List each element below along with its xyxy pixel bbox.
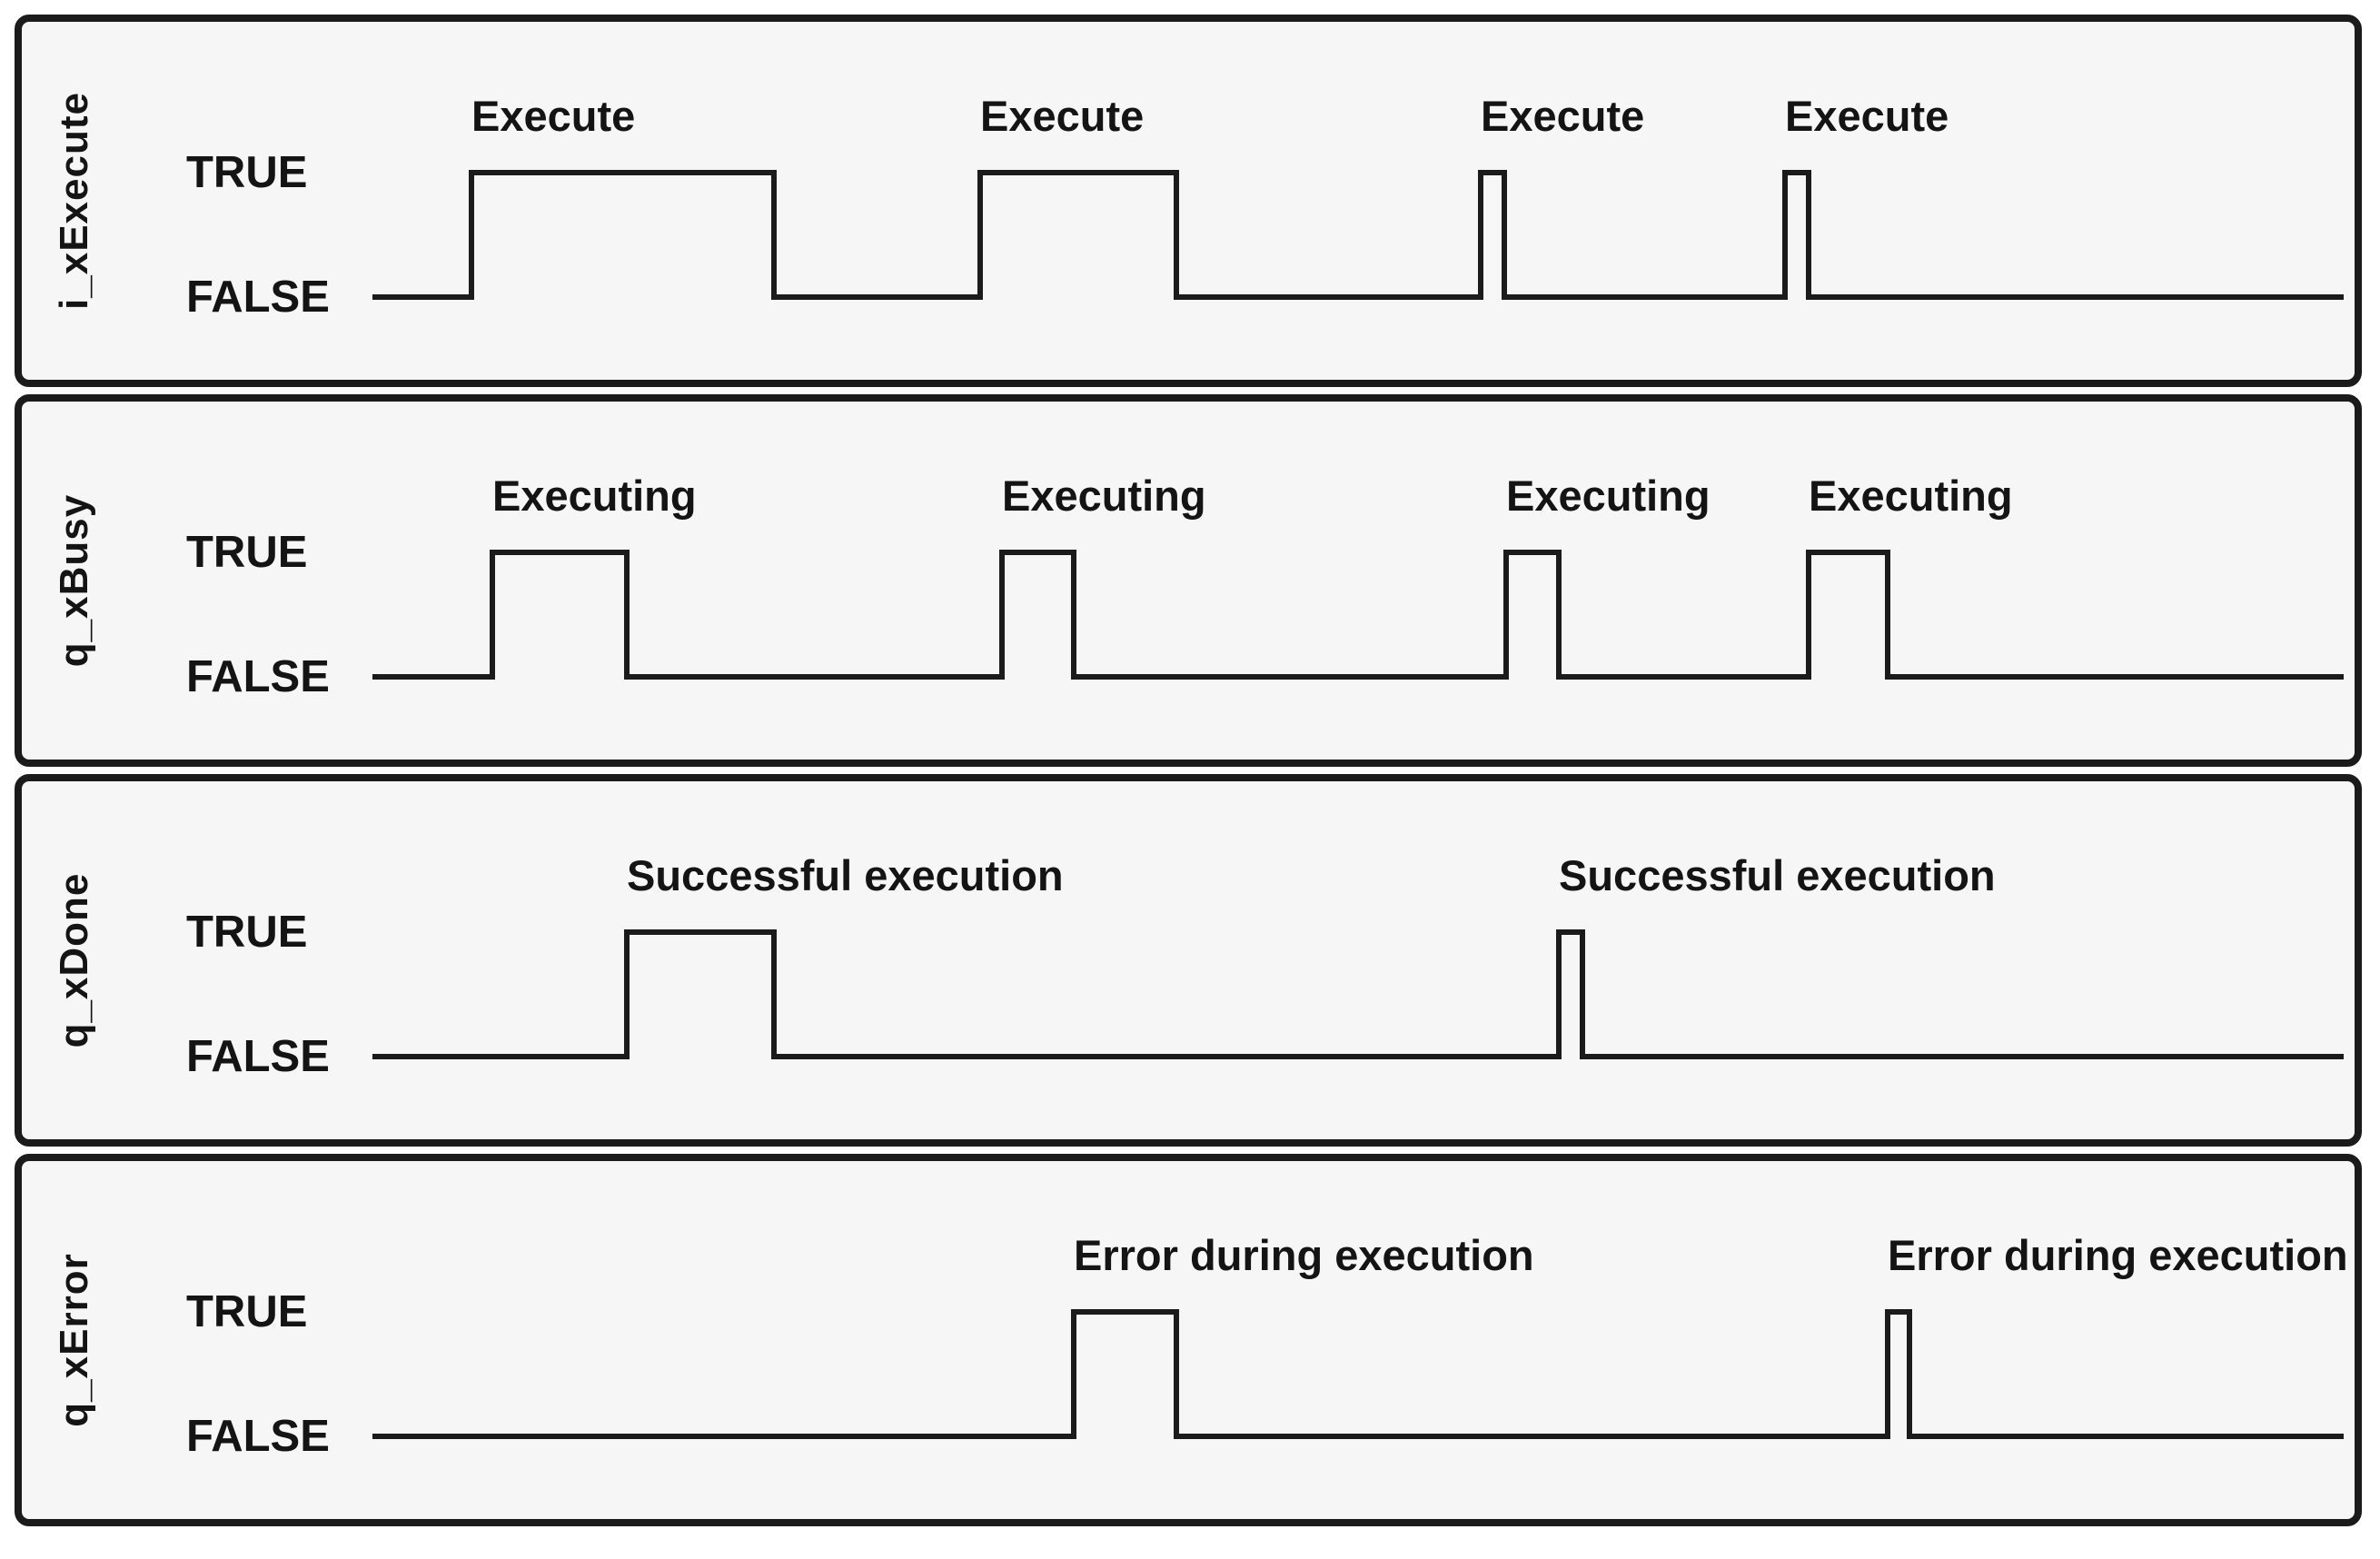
signal-waveform bbox=[372, 170, 2344, 300]
pulse-caption-q_xBusy-2: Executing bbox=[1002, 472, 1206, 520]
true-level-label: TRUE bbox=[186, 1287, 308, 1336]
pulse-caption-q_xError-2: Error during execution bbox=[1888, 1231, 2348, 1279]
signal-waveform-line bbox=[372, 1309, 2344, 1439]
false-level-label: FALSE bbox=[186, 1412, 330, 1461]
false-level-label: FALSE bbox=[186, 652, 330, 701]
signal-waveform bbox=[372, 929, 2344, 1059]
signal-panel-inner: q_xError TRUE FALSE Error during executi… bbox=[22, 1161, 2355, 1519]
true-level-label: TRUE bbox=[186, 148, 308, 197]
signal-waveform-line bbox=[372, 929, 2344, 1059]
signal-waveform-line bbox=[372, 550, 2344, 680]
pulse-caption-i_xExecute-3: Execute bbox=[1481, 92, 1645, 140]
pulse-caption-q_xError-1: Error during execution bbox=[1074, 1231, 1534, 1279]
pulse-caption-i_xExecute-2: Execute bbox=[980, 92, 1145, 140]
false-level-label: FALSE bbox=[186, 1032, 330, 1081]
signal-waveform bbox=[372, 550, 2344, 680]
pulse-caption-i_xExecute-1: Execute bbox=[471, 92, 636, 140]
pulse-caption-q_xDone-1: Successful execution bbox=[627, 851, 1064, 899]
pulse-caption-q_xDone-2: Successful execution bbox=[1559, 851, 1996, 899]
true-level-label: TRUE bbox=[186, 528, 308, 577]
pulse-caption-i_xExecute-4: Execute bbox=[1785, 92, 1949, 140]
signal-waveform bbox=[372, 1309, 2344, 1439]
pulse-caption-q_xBusy-4: Executing bbox=[1809, 472, 2013, 520]
true-level-label: TRUE bbox=[186, 908, 308, 957]
pulse-caption-q_xBusy-3: Executing bbox=[1506, 472, 1711, 520]
signal-waveform-line bbox=[372, 170, 2344, 300]
pulse-caption-q_xBusy-1: Executing bbox=[492, 472, 697, 520]
false-level-label: FALSE bbox=[186, 273, 330, 322]
signal-panel-q_xError: q_xError TRUE FALSE Error during executi… bbox=[15, 1154, 2362, 1526]
